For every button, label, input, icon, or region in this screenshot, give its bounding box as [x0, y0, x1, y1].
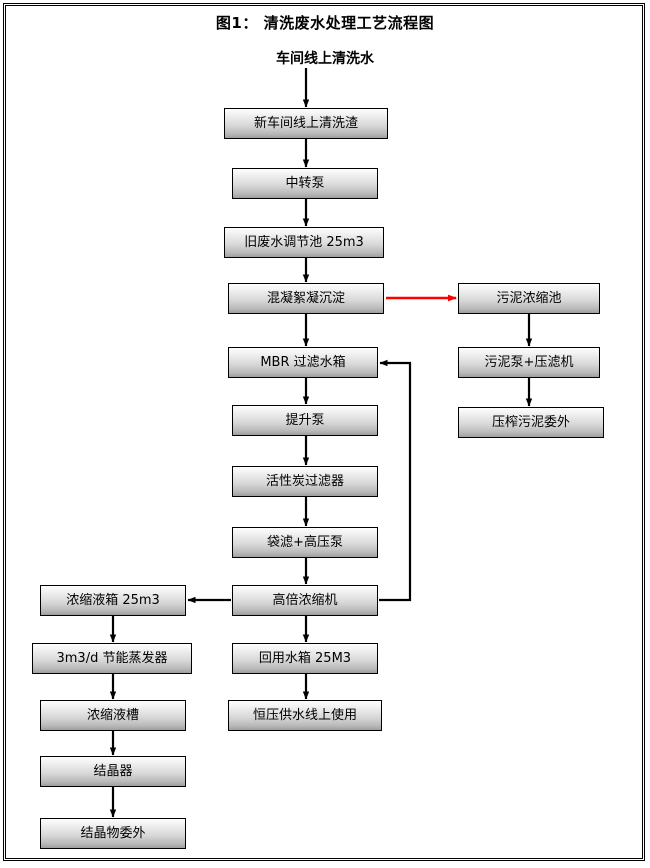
- node-new-workshop-line-screening[interactable]: 新车间线上清洗渣: [224, 108, 388, 139]
- node-coagulation-flocculation-sedimentation[interactable]: 混凝絮凝沉淀: [228, 283, 384, 314]
- node-mbr-filter-tank[interactable]: MBR 过滤水箱: [228, 347, 378, 378]
- node-pressed-sludge-outsourced[interactable]: 压榨污泥委外: [458, 407, 604, 438]
- node-high-ratio-concentrator[interactable]: 高倍浓缩机: [232, 585, 378, 616]
- node-lift-pump[interactable]: 提升泵: [232, 405, 378, 436]
- node-old-wastewater-regulating-tank[interactable]: 旧废水调节池 25m3: [224, 227, 384, 258]
- node-crystals-outsourced[interactable]: 结晶物委外: [40, 818, 186, 849]
- node-transfer-pump[interactable]: 中转泵: [232, 168, 378, 199]
- flow-source-label: 车间线上清洗水: [276, 51, 374, 67]
- node-bag-filter-high-pressure-pump[interactable]: 袋滤+高压泵: [232, 527, 378, 558]
- page-title: 图1： 清洗废水处理工艺流程图: [215, 14, 435, 32]
- node-crystallizer[interactable]: 结晶器: [40, 756, 186, 787]
- node-concentrate-trough[interactable]: 浓缩液槽: [40, 700, 186, 731]
- node-constant-pressure-supply-line-use[interactable]: 恒压供水线上使用: [228, 700, 382, 731]
- node-concentrate-tank[interactable]: 浓缩液箱 25m3: [40, 585, 186, 616]
- page-border-outer: [3, 3, 645, 861]
- page-border-inner: [5, 5, 643, 859]
- node-sludge-pump-filter-press[interactable]: 污泥泵+压滤机: [458, 347, 600, 378]
- node-sludge-thickening-tank[interactable]: 污泥浓缩池: [458, 283, 600, 314]
- node-energy-saving-evaporator[interactable]: 3m3/d 节能蒸发器: [32, 643, 192, 674]
- node-reuse-water-tank[interactable]: 回用水箱 25M3: [232, 643, 378, 674]
- node-activated-carbon-filter[interactable]: 活性炭过滤器: [232, 466, 378, 497]
